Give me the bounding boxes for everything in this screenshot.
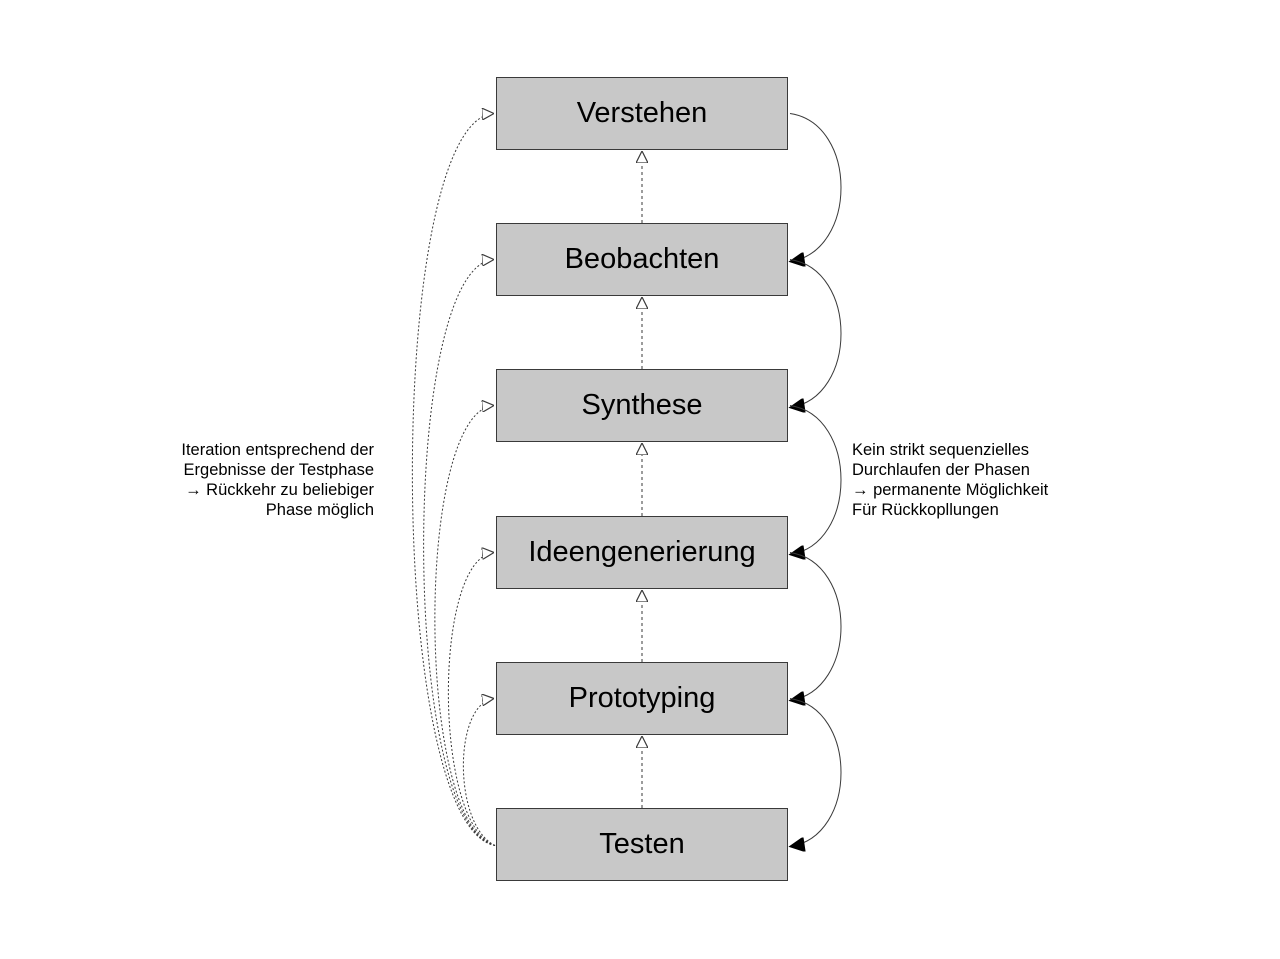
note-line: → permanente Möglichkeit	[852, 481, 1049, 499]
note-line: Ergebnisse der Testphase	[183, 461, 374, 479]
note-line: Iteration entsprechend der	[181, 441, 374, 459]
feedback-arrow	[790, 259, 842, 408]
phase-box-testen: Testen	[496, 808, 788, 881]
note-line: Für Rückkopllungen	[852, 501, 999, 519]
phase-label: Prototyping	[568, 682, 716, 714]
phase-label: Verstehen	[576, 97, 708, 129]
iteration-note: Iteration entsprechend der Ergebnisse de…	[181, 440, 374, 520]
feedback-arrows-right	[790, 113, 842, 847]
phase-label: Testen	[599, 828, 685, 860]
phase-box-ideengenerierung: Ideengenerierung	[496, 516, 788, 589]
iteration-arrow	[423, 260, 496, 846]
phase-box-verstehen: Verstehen	[496, 77, 788, 150]
feedback-note: Kein strikt sequenzielles Durchlaufen de…	[852, 440, 1048, 520]
feedback-arrow	[790, 552, 842, 701]
note-line: Kein strikt sequenzielles	[852, 441, 1030, 459]
iteration-arrow	[411, 114, 496, 846]
feedback-arrow	[790, 113, 842, 262]
phase-label: Beobachten	[564, 243, 720, 275]
note-line: Durchlaufen der Phasen	[852, 461, 1030, 479]
note-line: → Rückkehr zu beliebiger	[185, 481, 374, 499]
feedback-arrow	[790, 698, 842, 847]
phase-label: Synthese	[581, 389, 703, 421]
note-line: Phase möglich	[265, 501, 374, 519]
iteration-arrow	[434, 406, 496, 846]
phase-label: Ideengenerierung	[528, 536, 756, 568]
iteration-arrows-left	[411, 114, 496, 846]
iteration-arrow	[447, 553, 496, 846]
iteration-arrow	[462, 699, 496, 846]
phase-box-synthese: Synthese	[496, 369, 788, 442]
phase-box-prototyping: Prototyping	[496, 662, 788, 735]
phase-box-beobachten: Beobachten	[496, 223, 788, 296]
feedback-arrow	[790, 405, 842, 555]
